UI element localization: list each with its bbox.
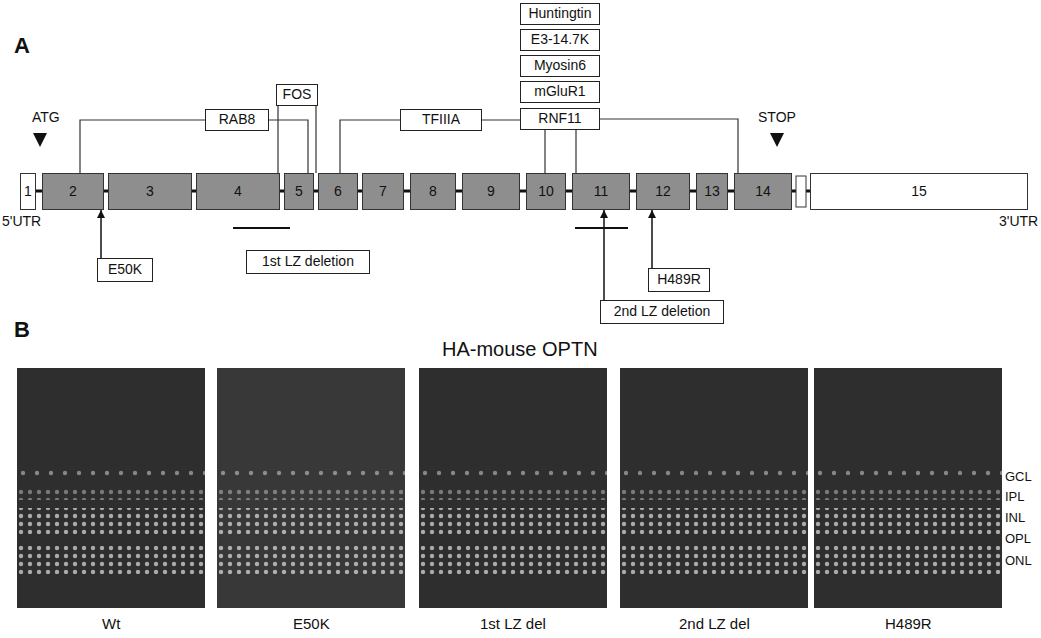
exon-box: 2 bbox=[42, 173, 104, 210]
box-label: mGluR1 bbox=[534, 84, 585, 99]
box-label: FOS bbox=[283, 87, 312, 102]
retina-micrograph bbox=[17, 368, 205, 608]
box-label: 2nd LZ deletion bbox=[614, 304, 711, 319]
exon-number: 4 bbox=[234, 184, 242, 199]
deletion-bar bbox=[575, 227, 628, 229]
exon-number: 3 bbox=[146, 184, 154, 199]
stop-marker bbox=[770, 133, 784, 147]
mutation-box: 2nd LZ deletion bbox=[600, 300, 724, 324]
exon-box: 12 bbox=[636, 173, 690, 210]
exon-number: 5 bbox=[295, 184, 303, 199]
mutation-box: H489R bbox=[648, 268, 710, 292]
exon-box: 11 bbox=[572, 173, 630, 210]
partner-box: Huntingtin bbox=[520, 3, 600, 25]
box-label: E50K bbox=[108, 262, 142, 277]
box-label: TFIIIA bbox=[422, 112, 460, 127]
exon-number: 9 bbox=[487, 184, 495, 199]
exon-box: 9 bbox=[462, 173, 520, 210]
site-label: STOP bbox=[758, 110, 796, 125]
micrograph-caption: 2nd LZ del bbox=[679, 616, 750, 633]
exon-box: 14 bbox=[734, 173, 792, 210]
exon-number: 10 bbox=[538, 184, 554, 199]
mutation-arrow bbox=[651, 210, 653, 268]
interaction-bracket bbox=[80, 120, 308, 173]
exon-box: 6 bbox=[318, 173, 358, 210]
box-label: Myosin6 bbox=[534, 58, 586, 73]
interaction-bracket bbox=[278, 95, 316, 173]
exon-box: 10 bbox=[526, 173, 566, 210]
utr-segment bbox=[796, 176, 806, 207]
exon-box: 8 bbox=[410, 173, 456, 210]
layer-label: ONL bbox=[1005, 554, 1032, 568]
retina-micrograph bbox=[620, 368, 808, 608]
retina-micrograph bbox=[217, 368, 405, 608]
box-label: E3-14.7K bbox=[531, 32, 589, 47]
partner-box: TFIIIA bbox=[400, 109, 482, 131]
panel-letter: B bbox=[14, 318, 30, 342]
partner-box: mGluR1 bbox=[520, 81, 600, 103]
exon-number: 14 bbox=[755, 184, 771, 199]
exon-number: 8 bbox=[429, 184, 437, 199]
layer-label: INL bbox=[1005, 511, 1025, 525]
interaction-bracket bbox=[576, 119, 738, 173]
panel-letter: A bbox=[14, 34, 30, 58]
partner-box: RNF11 bbox=[520, 108, 600, 130]
exon-number: 7 bbox=[379, 184, 387, 199]
layer-label: OPL bbox=[1005, 532, 1031, 546]
micrograph-caption: Wt bbox=[102, 616, 120, 633]
partner-box: Myosin6 bbox=[520, 55, 600, 77]
exon-number: 15 bbox=[911, 184, 927, 199]
partner-box: E3-14.7K bbox=[520, 29, 600, 51]
micrograph-caption: E50K bbox=[293, 616, 330, 633]
deletion-bar bbox=[233, 227, 290, 229]
exon-number: 6 bbox=[334, 184, 342, 199]
box-label: RAB8 bbox=[219, 112, 256, 127]
micrograph-caption: H489R bbox=[885, 616, 932, 633]
retina-micrograph bbox=[814, 368, 1002, 608]
exon-number: 2 bbox=[69, 184, 77, 199]
micrograph-caption: 1st LZ del bbox=[480, 616, 546, 633]
exon-box: 13 bbox=[696, 173, 728, 210]
exon-box: 3 bbox=[108, 173, 192, 210]
box-label: Huntingtin bbox=[528, 6, 591, 21]
mutation-arrow bbox=[603, 210, 605, 300]
exon-box: 4 bbox=[196, 173, 280, 210]
box-label: RNF11 bbox=[538, 111, 581, 126]
exon-number: 12 bbox=[655, 184, 671, 199]
exon-number: 13 bbox=[704, 184, 720, 199]
partner-box: RAB8 bbox=[205, 109, 269, 131]
exon-box: 1 bbox=[20, 173, 36, 210]
exon-box: 15 bbox=[810, 173, 1028, 210]
retina-micrograph bbox=[419, 368, 607, 608]
mutation-box: E50K bbox=[97, 258, 153, 282]
site-label: ATG bbox=[32, 110, 60, 125]
partner-box: FOS bbox=[276, 84, 318, 106]
box-label: H489R bbox=[657, 272, 701, 287]
panel-heading: HA-mouse OPTN bbox=[442, 338, 598, 360]
mutation-arrow bbox=[100, 210, 102, 258]
exon-number: 1 bbox=[24, 184, 32, 199]
exon-box: 5 bbox=[284, 173, 314, 210]
utr-label: 3'UTR bbox=[999, 214, 1038, 229]
start-marker bbox=[33, 133, 47, 147]
utr-label: 5'UTR bbox=[2, 214, 41, 229]
layer-label: IPL bbox=[1005, 490, 1025, 504]
mutation-box: 1st LZ deletion bbox=[246, 250, 370, 274]
box-label: 1st LZ deletion bbox=[262, 254, 354, 269]
exon-box: 7 bbox=[362, 173, 404, 210]
exon-number: 11 bbox=[594, 184, 609, 199]
layer-label: GCL bbox=[1005, 470, 1032, 484]
